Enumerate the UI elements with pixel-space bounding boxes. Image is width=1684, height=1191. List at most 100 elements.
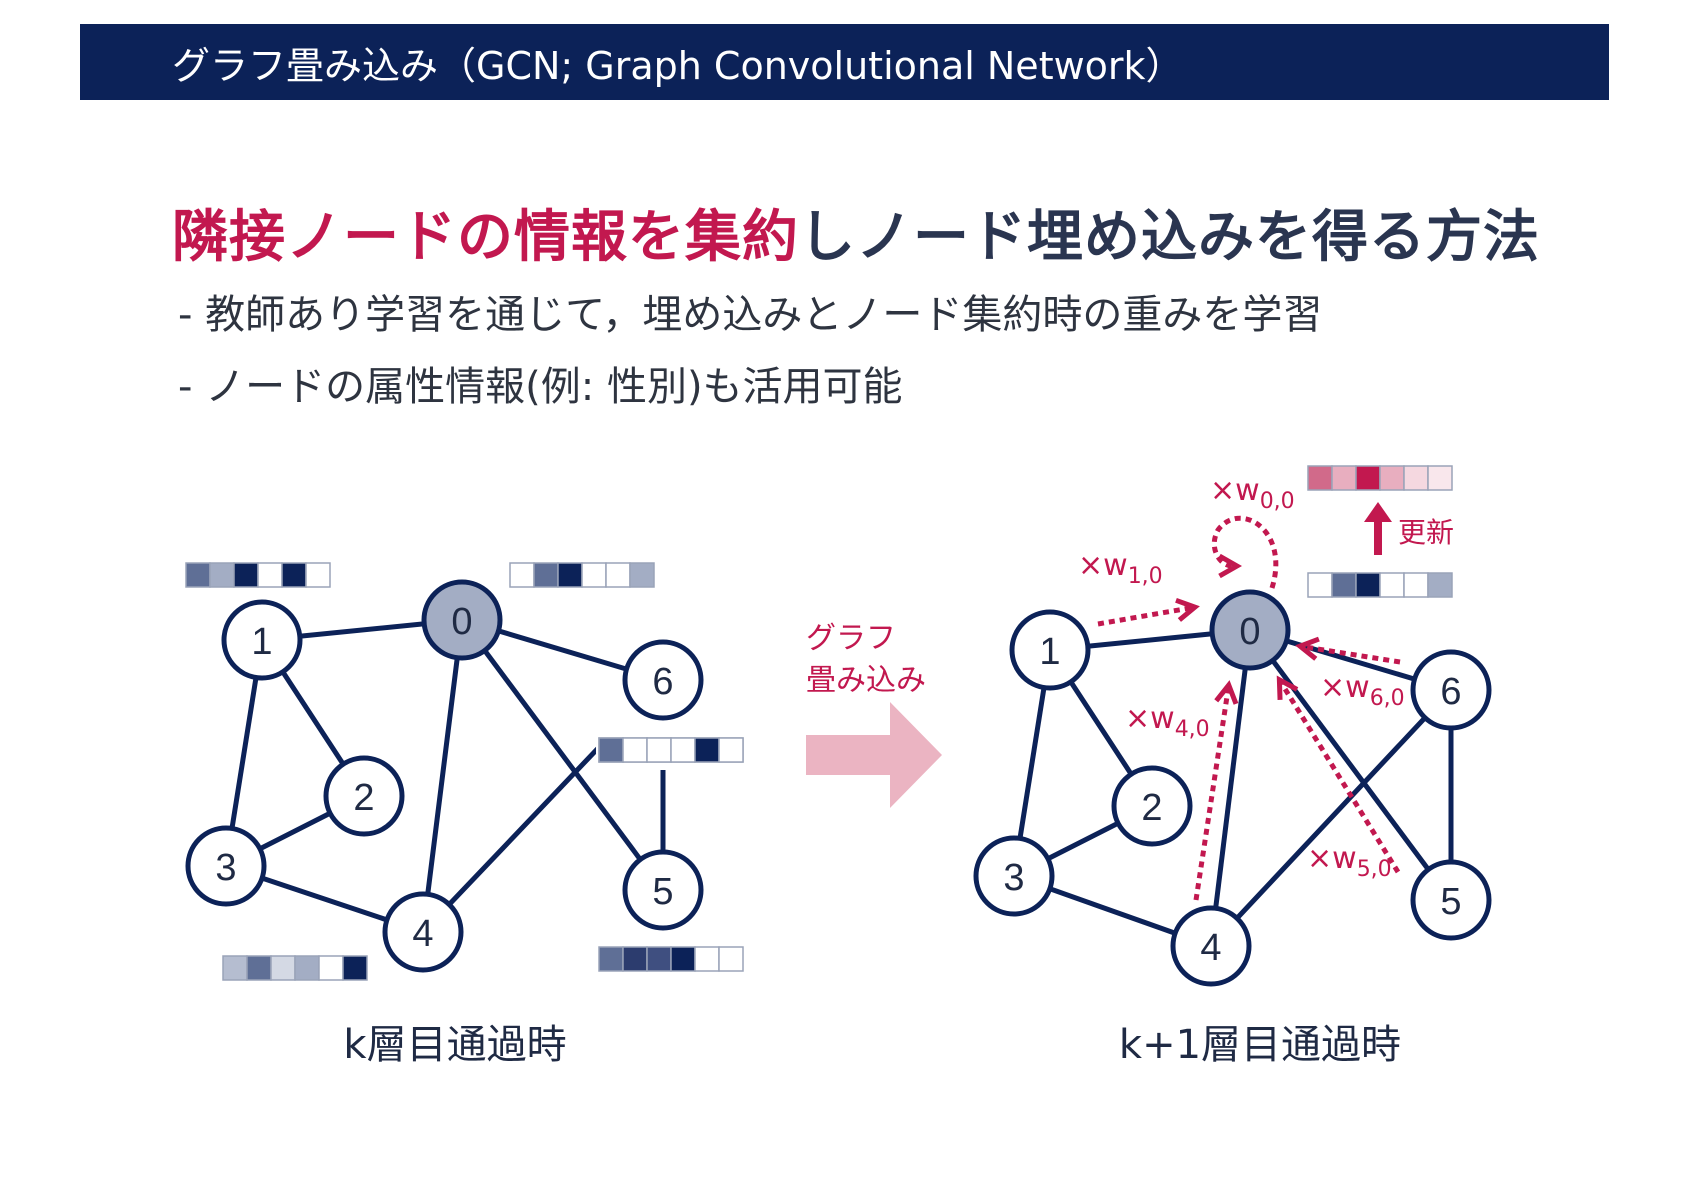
left-node-label-4: 4 (412, 913, 433, 955)
right-node-6 (1410, 649, 1492, 731)
embedding-left-node4-cell-0 (222, 955, 248, 981)
bullet-supervised: - 教師あり学習を通じて，埋め込みとノード集約時の重みを学習 (178, 292, 1323, 338)
transition-arrow (806, 702, 942, 808)
left-node-label-3: 3 (215, 847, 236, 889)
bullet-attributes: - ノードの属性情報(例: 性別)も活用可能 (178, 364, 903, 410)
transition-label-line1: グラフ (806, 621, 896, 656)
weight-prefix-w50: ×w (1307, 841, 1357, 876)
embedding-left-node1 (185, 562, 331, 588)
weight-subscript-w50: 5,0 (1357, 857, 1392, 882)
left-node-label-0: 0 (451, 601, 472, 643)
left-edge-0-5 (459, 618, 666, 892)
embedding-left-node5-cell-5 (718, 946, 744, 972)
embedding-left-node0-cell-2 (557, 562, 583, 588)
left-node-0 (421, 579, 503, 661)
left-node-5 (622, 849, 704, 931)
embedding-right-node0-after-cell-5 (1427, 465, 1453, 491)
embedding-left-node1-cell-3 (257, 562, 283, 588)
headline-rest: しノード埋め込みを得る方法 (799, 205, 1540, 270)
embedding-left-node0-cell-3 (581, 562, 607, 588)
embedding-left-node0 (509, 562, 655, 588)
embedding-left-node6-top-cell-3 (670, 737, 696, 763)
embedding-right-node0-before-cell-3 (1379, 572, 1405, 598)
embedding-left-node0-cell-4 (605, 562, 631, 588)
embedding-left-node5-cell-2 (646, 946, 672, 972)
embedding-left-node6-top-cell-1 (622, 737, 648, 763)
weight-prefix-w40: ×w (1125, 701, 1175, 736)
weight-prefix-w10: ×w (1078, 548, 1128, 583)
caption-right: k+1層目通過時 (1118, 1022, 1402, 1068)
embedding-right-node0-before-cell-5 (1427, 572, 1453, 598)
embedding-left-node5-cell-4 (694, 946, 720, 972)
right-node-0 (1209, 589, 1291, 671)
embedding-left-node5-cell-3 (670, 946, 696, 972)
embedding-left-node0-cell-5 (629, 562, 655, 588)
right-node-2 (1111, 765, 1193, 847)
weight-label-w00: ×w0,0 (1210, 473, 1295, 514)
embedding-left-node4-cell-3 (294, 955, 320, 981)
embedding-left-node5 (598, 946, 744, 972)
weight-prefix-w00: ×w (1210, 473, 1260, 508)
embedding-left-node1-cell-1 (209, 562, 235, 588)
embedding-left-node6-top-cell-0 (598, 737, 624, 763)
weight-label-w10: ×w1,0 (1078, 548, 1163, 589)
left-node-label-2: 2 (353, 777, 374, 819)
left-edge-0-4 (420, 619, 465, 933)
weight-prefix-w60: ×w (1320, 670, 1370, 705)
message-arrow-5-0 (1276, 675, 1401, 874)
embedding-left-node4-cell-5 (342, 955, 368, 981)
right-node-label-0: 0 (1239, 611, 1260, 653)
embedding-left-node6-top-cell-4 (694, 737, 720, 763)
embedding-right-node0-after (1307, 465, 1453, 491)
right-edge-4-6 (1209, 688, 1453, 948)
caption-left: k層目通過時 (343, 1022, 567, 1068)
transition-label-line2: 畳み込み (806, 663, 926, 698)
embedding-left-node1-cell-4 (281, 562, 307, 588)
left-node-4 (382, 891, 464, 973)
weight-subscript-w10: 1,0 (1128, 564, 1163, 589)
right-node-5 (1410, 859, 1492, 941)
embedding-left-node6-top-cell-2 (646, 737, 672, 763)
embedding-left-node4-cell-2 (270, 955, 296, 981)
embedding-left-node4-cell-1 (246, 955, 272, 981)
weight-label-w50: ×w5,0 (1307, 841, 1392, 882)
embedding-right-node0-after-cell-3 (1379, 465, 1405, 491)
embedding-right-node0-after-cell-0 (1307, 465, 1333, 491)
message-arrow-4-0 (1193, 680, 1239, 901)
weight-label-w60: ×w6,0 (1320, 670, 1405, 711)
right-node-label-3: 3 (1003, 857, 1024, 899)
right-node-3 (973, 835, 1055, 917)
right-node-label-5: 5 (1440, 881, 1461, 923)
embedding-right-node0-before-cell-0 (1307, 572, 1333, 598)
embedding-right-node0-after-cell-4 (1403, 465, 1429, 491)
update-arrow-head (1364, 502, 1392, 522)
left-node-label-1: 1 (251, 621, 272, 663)
right-node-label-6: 6 (1440, 671, 1461, 713)
message-arrow-self-0 (1211, 515, 1279, 589)
embedding-left-node1-cell-5 (305, 562, 331, 588)
left-node-2 (323, 755, 405, 837)
right-edge-0-4 (1208, 629, 1253, 947)
left-node-1 (221, 599, 303, 681)
embedding-right-node0-before-cell-2 (1355, 572, 1381, 598)
left-node-label-6: 6 (652, 661, 673, 703)
update-label: 更新 (1398, 516, 1454, 549)
header-bar: グラフ畳み込み（GCN; Graph Convolutional Network… (80, 24, 1609, 100)
right-node-label-2: 2 (1141, 787, 1162, 829)
embedding-left-node4-cell-4 (318, 955, 344, 981)
weight-subscript-w00: 0,0 (1260, 489, 1295, 514)
right-edge-0-5 (1247, 628, 1454, 902)
message-arrow-1-0 (1097, 597, 1200, 627)
weight-subscript-w60: 6,0 (1370, 686, 1405, 711)
embedding-left-node5-cell-1 (622, 946, 648, 972)
left-node-6 (622, 639, 704, 721)
embedding-left-node4 (222, 955, 368, 981)
embedding-left-node0-cell-0 (509, 562, 535, 588)
right-node-label-1: 1 (1039, 631, 1060, 673)
embedding-right-node0-before (1307, 572, 1453, 598)
embedding-right-node0-before-cell-1 (1331, 572, 1357, 598)
headline: 隣接ノードの情報を集約しノード埋め込みを得る方法 (172, 192, 1540, 273)
embedding-left-node6-top-cell-5 (718, 737, 744, 763)
weight-label-w40: ×w4,0 (1125, 701, 1210, 742)
